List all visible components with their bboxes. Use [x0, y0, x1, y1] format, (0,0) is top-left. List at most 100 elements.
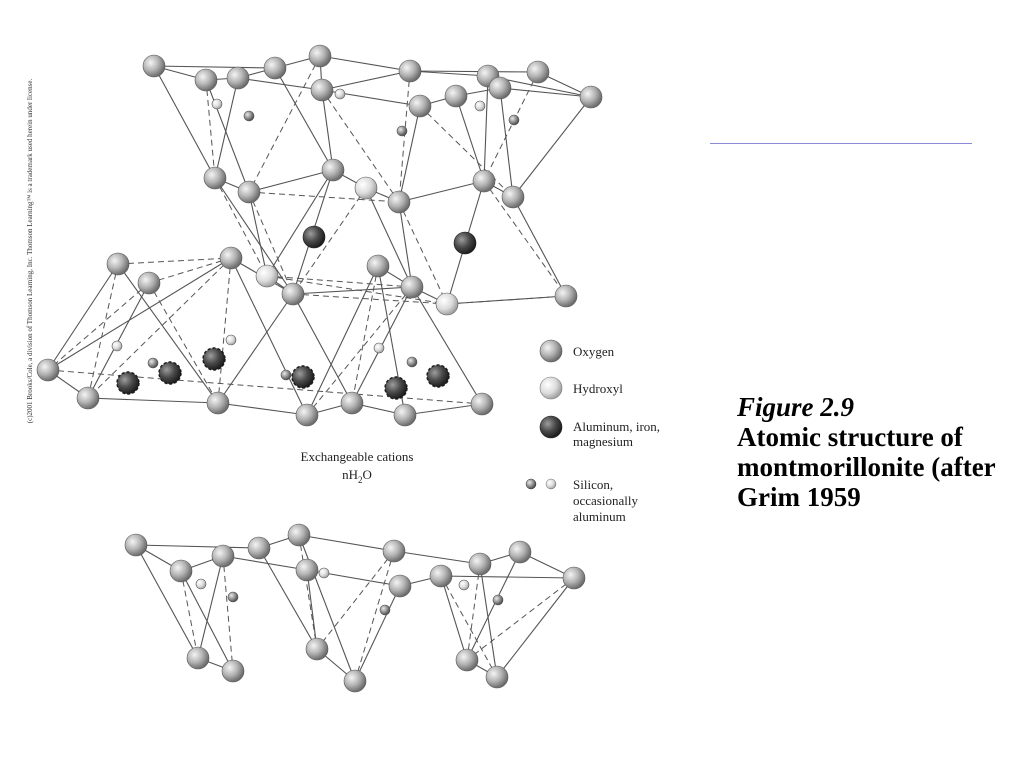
bond: [319, 55, 411, 72]
bond: [306, 265, 379, 416]
bond: [230, 257, 308, 416]
legend-silicon-swatch-light: [545, 478, 557, 490]
aluminum-atom: [116, 371, 140, 395]
hydroxyl-atom: [458, 579, 470, 591]
silicon-atom: [406, 356, 418, 368]
dashed-bond: [180, 570, 199, 659]
oxygen-atom: [472, 169, 496, 193]
aluminum-atom: [202, 347, 226, 371]
bond: [411, 286, 483, 405]
dashed-bond: [354, 550, 395, 682]
hydroxyl-atom: [354, 176, 378, 200]
oxygen-atom: [408, 94, 432, 118]
bond: [205, 79, 250, 193]
oxygen-atom: [429, 564, 453, 588]
bond: [153, 65, 216, 179]
bond: [446, 295, 567, 305]
bond: [266, 169, 334, 277]
bond: [248, 191, 268, 277]
hydroxyl-atom: [225, 334, 237, 346]
bond: [321, 89, 334, 171]
silicon-atom: [243, 110, 255, 122]
legend-silicon-swatch-dark: [525, 478, 537, 490]
bond: [479, 563, 498, 678]
dashed-bond: [148, 282, 219, 404]
interlayer-water: nH2O: [342, 467, 372, 485]
oxygen-atom: [106, 252, 130, 276]
oxygen-atom: [388, 574, 412, 598]
oxygen-atom: [382, 539, 406, 563]
aluminum-atom: [158, 361, 182, 385]
dashed-bond: [214, 177, 268, 277]
dashed-bond: [248, 55, 321, 193]
bond: [214, 77, 239, 179]
bond: [496, 577, 575, 678]
dashed-bond: [351, 265, 379, 404]
bond: [466, 551, 521, 661]
decorative-rule: [710, 143, 972, 144]
bond: [409, 70, 489, 77]
bond: [117, 263, 219, 404]
dashed-bond: [87, 257, 232, 399]
oxygen-atom: [237, 180, 261, 204]
oxygen-atom: [526, 60, 550, 84]
bond: [499, 87, 592, 98]
oxygen-atom: [247, 536, 271, 560]
bond: [398, 105, 421, 203]
oxygen-atom: [263, 56, 287, 80]
legend-aluminum-label: magnesium: [573, 434, 633, 449]
oxygen-atom: [343, 669, 367, 693]
bond: [455, 95, 485, 182]
bond: [153, 65, 276, 69]
bond: [217, 293, 294, 404]
bond: [292, 286, 413, 295]
interlayer-label: Exchangeable cations: [301, 449, 414, 464]
montmorillonite-structure-diagram: Exchangeable cations nH2O Oxygen Hydroxy…: [36, 44, 660, 693]
dashed-bond: [483, 71, 539, 182]
dashed-bond: [398, 70, 411, 203]
dashed-bond: [419, 105, 514, 198]
oxygen-atom: [287, 523, 311, 547]
atoms: [36, 44, 603, 693]
legend-silicon-label: occasionally: [573, 493, 638, 508]
hydroxyl-atom: [195, 578, 207, 590]
hydroxyl-atom: [211, 98, 223, 110]
oxygen-atom: [455, 648, 479, 672]
bond: [258, 547, 318, 650]
dashed-bond: [217, 257, 232, 404]
oxygen-atom: [169, 559, 193, 583]
oxygen-atom: [501, 185, 525, 209]
oxygen-atom: [137, 271, 161, 295]
oxygen-atom: [321, 158, 345, 182]
oxygen-atom: [295, 558, 319, 582]
aluminum-atom: [302, 225, 326, 249]
bond: [440, 575, 468, 661]
legend-oxygen-label: Oxygen: [573, 344, 615, 359]
oxygen-atom: [340, 391, 364, 415]
hydroxyl-atom: [255, 264, 279, 288]
dashed-bonds: [47, 55, 575, 682]
oxygen-atom: [281, 282, 305, 306]
dashed-bond: [117, 257, 232, 265]
bond: [354, 585, 401, 682]
legend-oxygen-swatch: [539, 339, 563, 363]
bond: [47, 257, 232, 371]
silicon-atom: [396, 125, 408, 137]
hydroxyl-atom: [111, 340, 123, 352]
oxygen-atom: [488, 76, 512, 100]
bond: [135, 544, 260, 549]
silicon-atom: [508, 114, 520, 126]
bond: [483, 75, 489, 182]
oxygen-atom: [468, 552, 492, 576]
dashed-bond: [248, 191, 294, 295]
bond: [214, 177, 294, 295]
oxygen-atom: [366, 254, 390, 278]
oxygen-atom: [295, 403, 319, 427]
dashed-bond: [266, 275, 448, 305]
oxygen-atom: [387, 190, 411, 214]
oxygen-atom: [221, 659, 245, 683]
aluminum-atom: [453, 231, 477, 255]
dashed-bond: [87, 263, 119, 399]
oxygen-atom: [219, 246, 243, 270]
oxygen-atom: [485, 665, 509, 689]
